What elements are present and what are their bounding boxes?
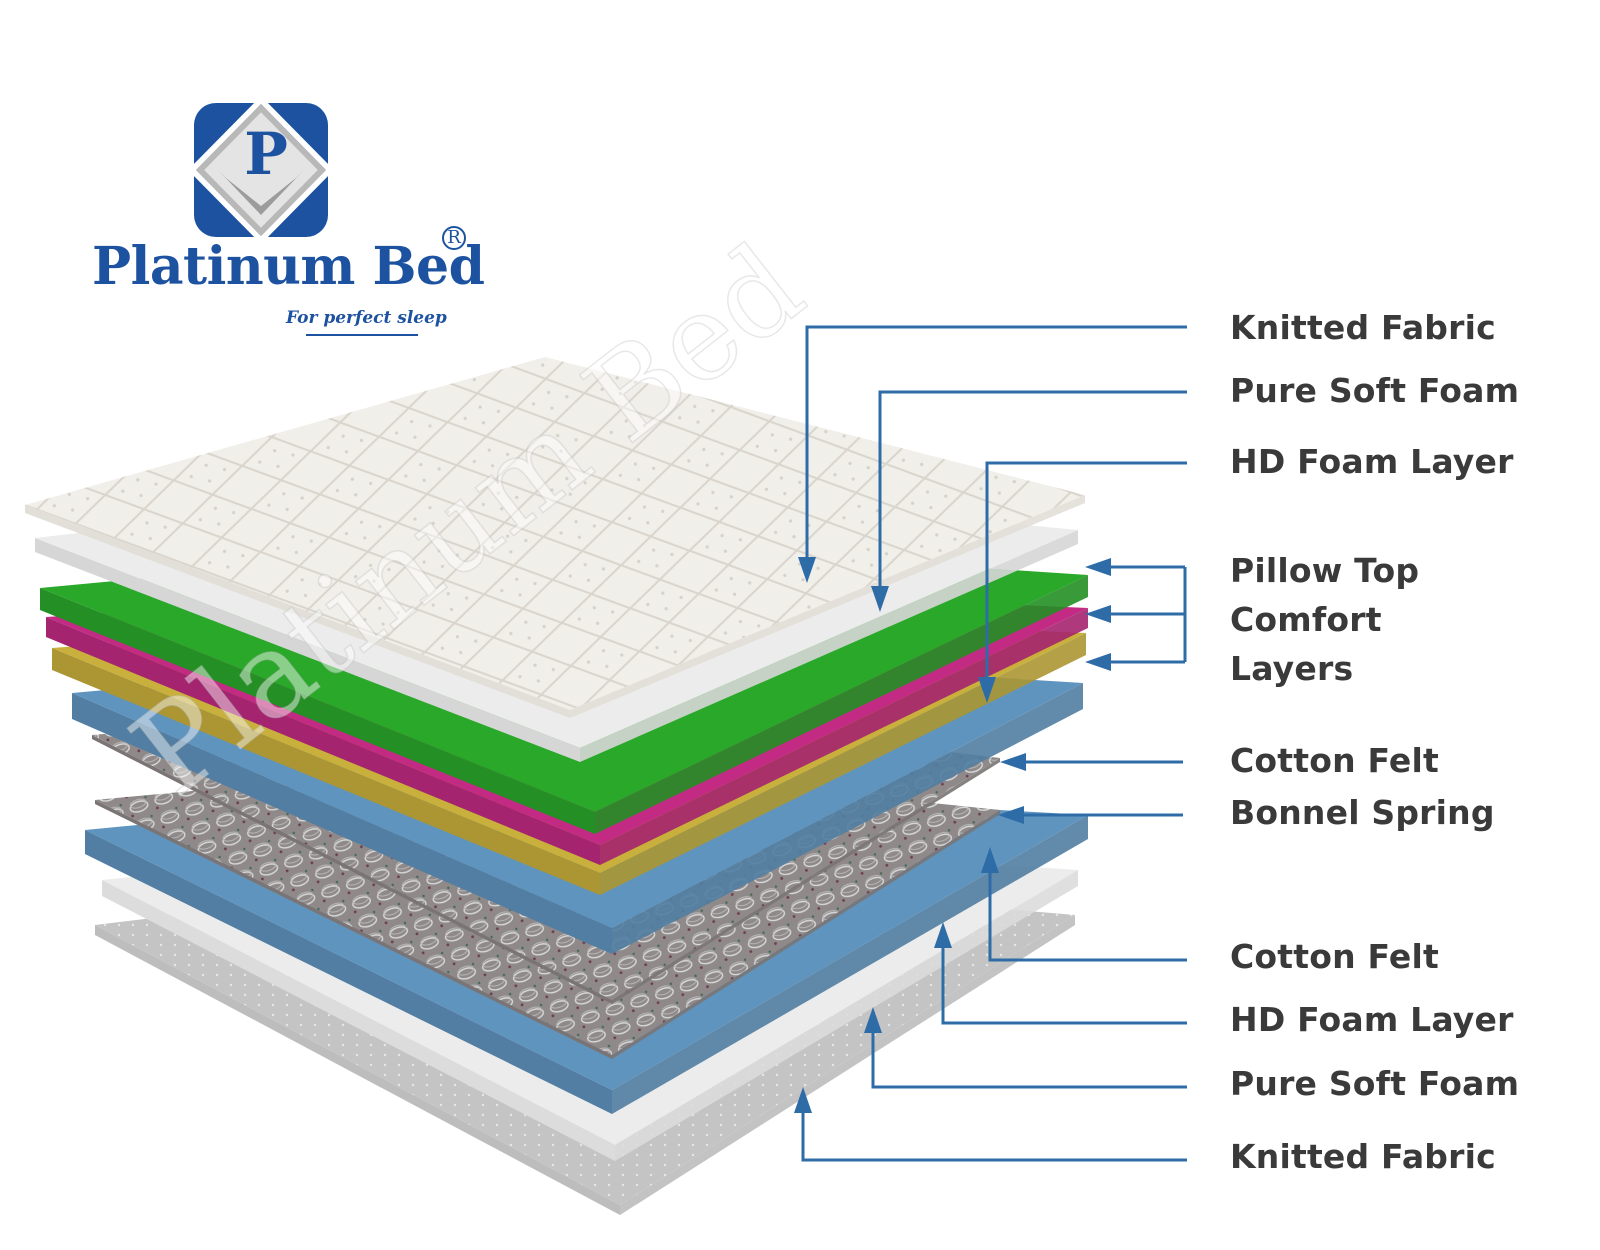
pillow-top-line-1: Pillow Top xyxy=(1230,551,1420,590)
brand-logo-icon xyxy=(188,96,334,244)
arrow-line-hd-foam-bottom xyxy=(941,945,1187,1025)
arrow-up-icon xyxy=(794,1087,812,1113)
layer-bottom-cotton-felt-side-edge xyxy=(612,810,1000,1059)
arrow-line-pure-soft-foam-top xyxy=(878,390,1187,590)
layer-green-comfort-side-edge xyxy=(595,575,1088,834)
arrow-line-cotton-felt-bottom xyxy=(988,870,1187,962)
label-knitted-fabric-bottom: Knitted Fabric xyxy=(1230,1137,1496,1176)
label-cotton-felt-middle: Cotton Felt xyxy=(1230,741,1439,780)
layer-bottom-soft-foam-front-edge xyxy=(102,880,615,1161)
layer-magenta-comfort-front-edge xyxy=(46,617,600,865)
callout-arrows xyxy=(794,325,1187,1162)
layer-top-hd-foam-front-edge xyxy=(72,693,612,954)
arrow-down-icon xyxy=(798,557,816,583)
arrow-left-icon xyxy=(1000,753,1026,771)
brand-tagline: For perfect sleep xyxy=(286,308,447,328)
logo-letter: P xyxy=(244,120,288,188)
label-hd-foam-layer-top: HD Foam Layer xyxy=(1230,442,1514,481)
registered-mark: R xyxy=(442,226,466,250)
arrow-line-hd-foam-top xyxy=(985,461,1187,680)
pillow-top-line-3: Layers xyxy=(1230,649,1354,688)
label-pillow-top-comfort-layers: Pillow Top Comfort Layers xyxy=(1230,546,1419,693)
layer-bottom-knitted-fabric-front-edge xyxy=(95,925,620,1215)
arrow-line-pure-soft-foam-bottom xyxy=(871,1030,1187,1089)
label-bonnel-spring: Bonnel Spring xyxy=(1230,793,1495,832)
label-pure-soft-foam-top: Pure Soft Foam xyxy=(1230,371,1520,410)
layer-magenta-comfort-side-edge xyxy=(600,608,1088,865)
layer-top-knitted-fabric-side-edge xyxy=(570,495,1085,718)
layer-bottom-hd-foam-side-edge xyxy=(612,815,1088,1114)
pillow-top-line-2: Comfort xyxy=(1230,600,1382,639)
layer-yellow-comfort-side-edge xyxy=(600,633,1086,895)
arrow-down-icon xyxy=(978,677,996,703)
tagline-underline xyxy=(306,334,418,336)
arrow-up-icon xyxy=(981,847,999,873)
arrow-line-knitted-fabric-bottom xyxy=(801,1110,1187,1162)
arrow-up-icon xyxy=(934,922,952,948)
layer-bottom-cotton-felt-front-edge xyxy=(95,800,612,1059)
layer-yellow-comfort-front-edge xyxy=(52,648,600,895)
arrow-line-knitted-fabric-top xyxy=(805,325,1187,560)
label-hd-foam-layer-bottom: HD Foam Layer xyxy=(1230,1000,1514,1039)
layer-top-knitted-fabric-front-edge xyxy=(25,505,570,718)
label-pure-soft-foam-bottom: Pure Soft Foam xyxy=(1230,1064,1520,1103)
layer-top-knitted-fabric xyxy=(25,357,1085,718)
arrow-left-icon xyxy=(1085,653,1111,671)
arrow-down-icon xyxy=(871,586,889,612)
layer-bonnel-spring-side-edge xyxy=(612,758,1000,1004)
label-knitted-fabric-top: Knitted Fabric xyxy=(1230,308,1496,347)
arrow-up-icon xyxy=(864,1007,882,1033)
layer-bottom-knitted-fabric-side-edge xyxy=(620,915,1075,1215)
layer-bottom-soft-foam-side-edge xyxy=(615,870,1078,1161)
layer-top-soft-foam-front-edge xyxy=(35,538,580,762)
arrow-left-icon xyxy=(998,806,1024,824)
layer-bottom-hd-foam-front-edge xyxy=(85,830,612,1114)
arrow-left-icon xyxy=(1085,605,1111,623)
layer-green-comfort-front-edge xyxy=(40,588,595,834)
label-cotton-felt-bottom: Cotton Felt xyxy=(1230,937,1439,976)
layer-top-knitted-fabric-top-face xyxy=(25,357,1085,710)
layer-bonnel-spring-front-edge xyxy=(92,735,612,1004)
brand-name: Platinum Bed xyxy=(92,236,485,297)
layer-top-soft-foam-side-edge xyxy=(580,530,1078,762)
layer-top-hd-foam-side-edge xyxy=(612,683,1083,954)
arrow-left-icon xyxy=(1085,558,1111,576)
mattress-layer-stack xyxy=(25,357,1088,1215)
